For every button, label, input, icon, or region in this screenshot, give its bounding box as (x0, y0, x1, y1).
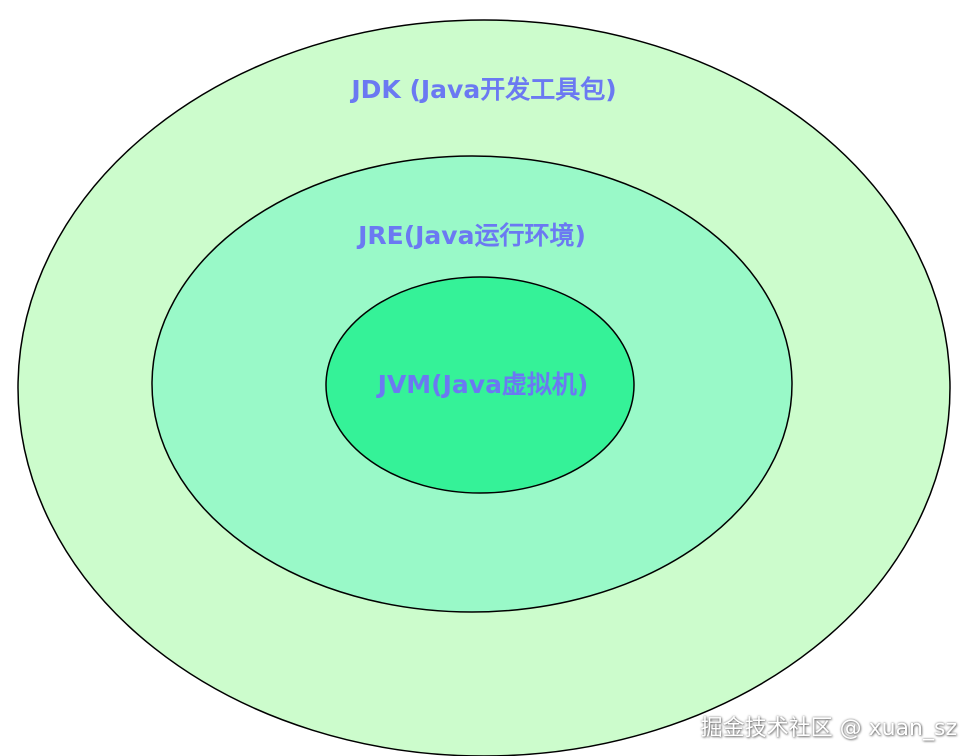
jdk-label: JDK (Java开发工具包) (349, 75, 616, 104)
jre-label: JRE(Java运行环境) (356, 221, 586, 250)
jvm-ellipse (325, 276, 635, 494)
jvm-label: JVM(Java虚拟机) (376, 370, 589, 399)
watermark: 掘金技术社区 @ xuan_sz (700, 716, 957, 741)
